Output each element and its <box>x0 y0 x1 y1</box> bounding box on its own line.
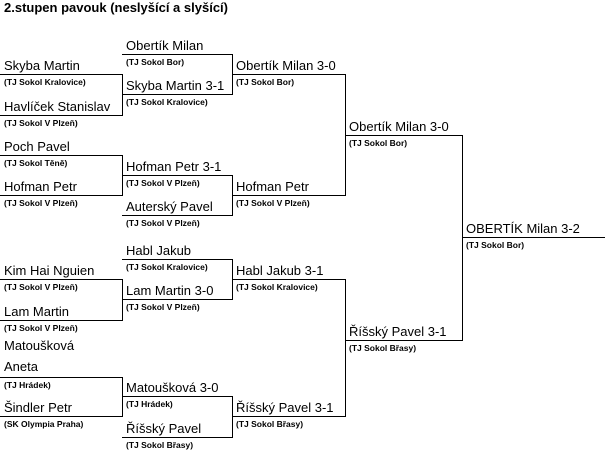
player-club: (TJ Sokol V Plzeň) <box>4 323 78 333</box>
bracket-entry: Havlíček Stanislav (TJ Sokol V Plzeň) <box>0 98 122 130</box>
player-name: Habl Jakub <box>122 242 232 260</box>
player-name: Auterský Pavel <box>122 198 232 216</box>
player-name: Lam Martin <box>0 303 122 321</box>
player-name: Lam Martin 3-0 <box>122 282 232 300</box>
bracket-entry: Hofman Petr (TJ Sokol V Plzeň) <box>0 178 122 210</box>
player-club: (TJ Sokol Břasy) <box>349 343 417 353</box>
player-name: Habl Jakub 3-1 <box>232 262 345 280</box>
player-name: Obertík Milan 3-0 <box>232 57 345 75</box>
bracket-entry: Auterský Pavel (TJ Sokol V Plzeň) <box>122 198 232 230</box>
player-name: Šindler Petr <box>0 399 122 417</box>
player-name: Havlíček Stanislav <box>0 98 122 116</box>
bracket-entry: Habl Jakub (TJ Sokol Kralovice) <box>122 242 232 274</box>
player-club: (TJ Sokol V Plzeň) <box>126 178 200 188</box>
bracket-connector <box>122 74 123 116</box>
player-name: Skyba Martin <box>0 57 122 75</box>
bracket-connector <box>122 377 123 417</box>
player-club: (TJ Sokol Kralovice) <box>4 77 86 87</box>
bracket-entry: Habl Jakub 3-1 (TJ Sokol Kralovice) <box>232 262 345 294</box>
player-club: (SK Olympia Praha) <box>4 419 84 429</box>
player-club: (TJ Sokol Bor) <box>126 57 185 67</box>
player-name: Skyba Martin 3-1 <box>122 77 232 95</box>
winner-name: OBERTÍK Milan 3-2 <box>462 220 605 238</box>
player-club: (TJ Sokol V Plzeň) <box>236 198 310 208</box>
player-club: (TJ Sokol Kralovice) <box>236 282 318 292</box>
player-name: Matoušková 3-0 <box>122 379 232 397</box>
page-title: 2.stupen pavouk (neslyšící a slyšící) <box>4 0 228 15</box>
player-club: (TJ Hrádek) <box>126 399 173 409</box>
player-name: Hofman Petr <box>0 178 122 196</box>
bracket-entry: Říšský Pavel 3-1 (TJ Sokol Břasy) <box>345 323 462 355</box>
bracket-entry: Lam Martin 3-0 (TJ Sokol V Plzeň) <box>122 282 232 314</box>
player-club: (TJ Sokol V Plzeň) <box>4 198 78 208</box>
bracket-connector <box>232 175 233 216</box>
bracket-connector <box>232 396 233 438</box>
bracket-entry: Poch Pavel (TJ Sokol Těně) <box>0 138 122 170</box>
player-name: Obertík Milan <box>122 37 232 55</box>
winner-club: (TJ Sokol Bor) <box>466 240 525 250</box>
player-club: (TJ Sokol V Plzeň) <box>4 118 78 128</box>
player-club: (TJ Sokol V Plzeň) <box>126 302 200 312</box>
bracket-entry: Šindler Petr (SK Olympia Praha) <box>0 399 122 431</box>
bracket-entry: Kim Hai Nguien (TJ Sokol V Plzeň) <box>0 262 122 294</box>
player-club: (TJ Sokol Bor) <box>236 77 295 87</box>
player-name: Hofman Petr <box>232 178 345 196</box>
bracket-entry: Říšský Pavel 3-1 (TJ Sokol Břasy) <box>232 399 345 431</box>
player-name: Říšský Pavel <box>122 420 232 438</box>
player-name: Hofman Petr 3-1 <box>122 158 232 176</box>
player-name: Matoušková Aneta <box>4 338 75 374</box>
bracket-connector <box>122 155 123 196</box>
bracket-connector <box>122 279 123 321</box>
player-club: (TJ Sokol V Plzeň) <box>4 282 78 292</box>
bracket-entry: Matoušková 3-0 (TJ Hrádek) <box>122 379 232 411</box>
player-name: Obertík Milan 3-0 <box>345 118 462 136</box>
bracket-entry: Skyba Martin 3-1 (TJ Sokol Kralovice) <box>122 77 232 109</box>
player-club: (TJ Sokol Těně) <box>4 158 68 168</box>
player-name: Poch Pavel <box>0 138 122 156</box>
bracket-entry: Obertík Milan 3-0 (TJ Sokol Bor) <box>345 118 462 150</box>
player-name: Říšský Pavel 3-1 <box>345 323 462 341</box>
bracket-connector <box>462 135 463 341</box>
player-name: Říšský Pavel 3-1 <box>232 399 345 417</box>
bracket-entry: Říšský Pavel (TJ Sokol Břasy) <box>122 420 232 452</box>
bracket-connector <box>345 279 346 417</box>
player-club: (TJ Hrádek) <box>4 380 51 390</box>
player-club: (TJ Sokol Kralovice) <box>126 97 208 107</box>
bracket-entry: Obertík Milan (TJ Sokol Bor) <box>122 37 232 69</box>
bracket-entry: Skyba Martin (TJ Sokol Kralovice) <box>0 57 122 89</box>
bracket-entry: Hofman Petr (TJ Sokol V Plzeň) <box>232 178 345 210</box>
bracket-connector <box>232 259 233 300</box>
bracket-connector <box>232 54 233 95</box>
bracket-entry: Obertík Milan 3-0 (TJ Sokol Bor) <box>232 57 345 89</box>
winner-entry: OBERTÍK Milan 3-2 (TJ Sokol Bor) <box>462 220 605 252</box>
bracket-entry: Lam Martin (TJ Sokol V Plzeň) <box>0 303 122 335</box>
player-club: (TJ Sokol Kralovice) <box>126 262 208 272</box>
player-club: (TJ Sokol Břasy) <box>126 440 194 450</box>
player-name: Kim Hai Nguien <box>0 262 122 280</box>
bracket-entry: Hofman Petr 3-1 (TJ Sokol V Plzeň) <box>122 158 232 190</box>
bracket-entry: Matoušková Aneta (TJ Hrádek) <box>0 335 122 392</box>
player-club: (TJ Sokol Břasy) <box>236 419 304 429</box>
player-club: (TJ Sokol Bor) <box>349 138 408 148</box>
bracket-connector <box>345 74 346 196</box>
player-club: (TJ Sokol V Plzeň) <box>126 218 200 228</box>
